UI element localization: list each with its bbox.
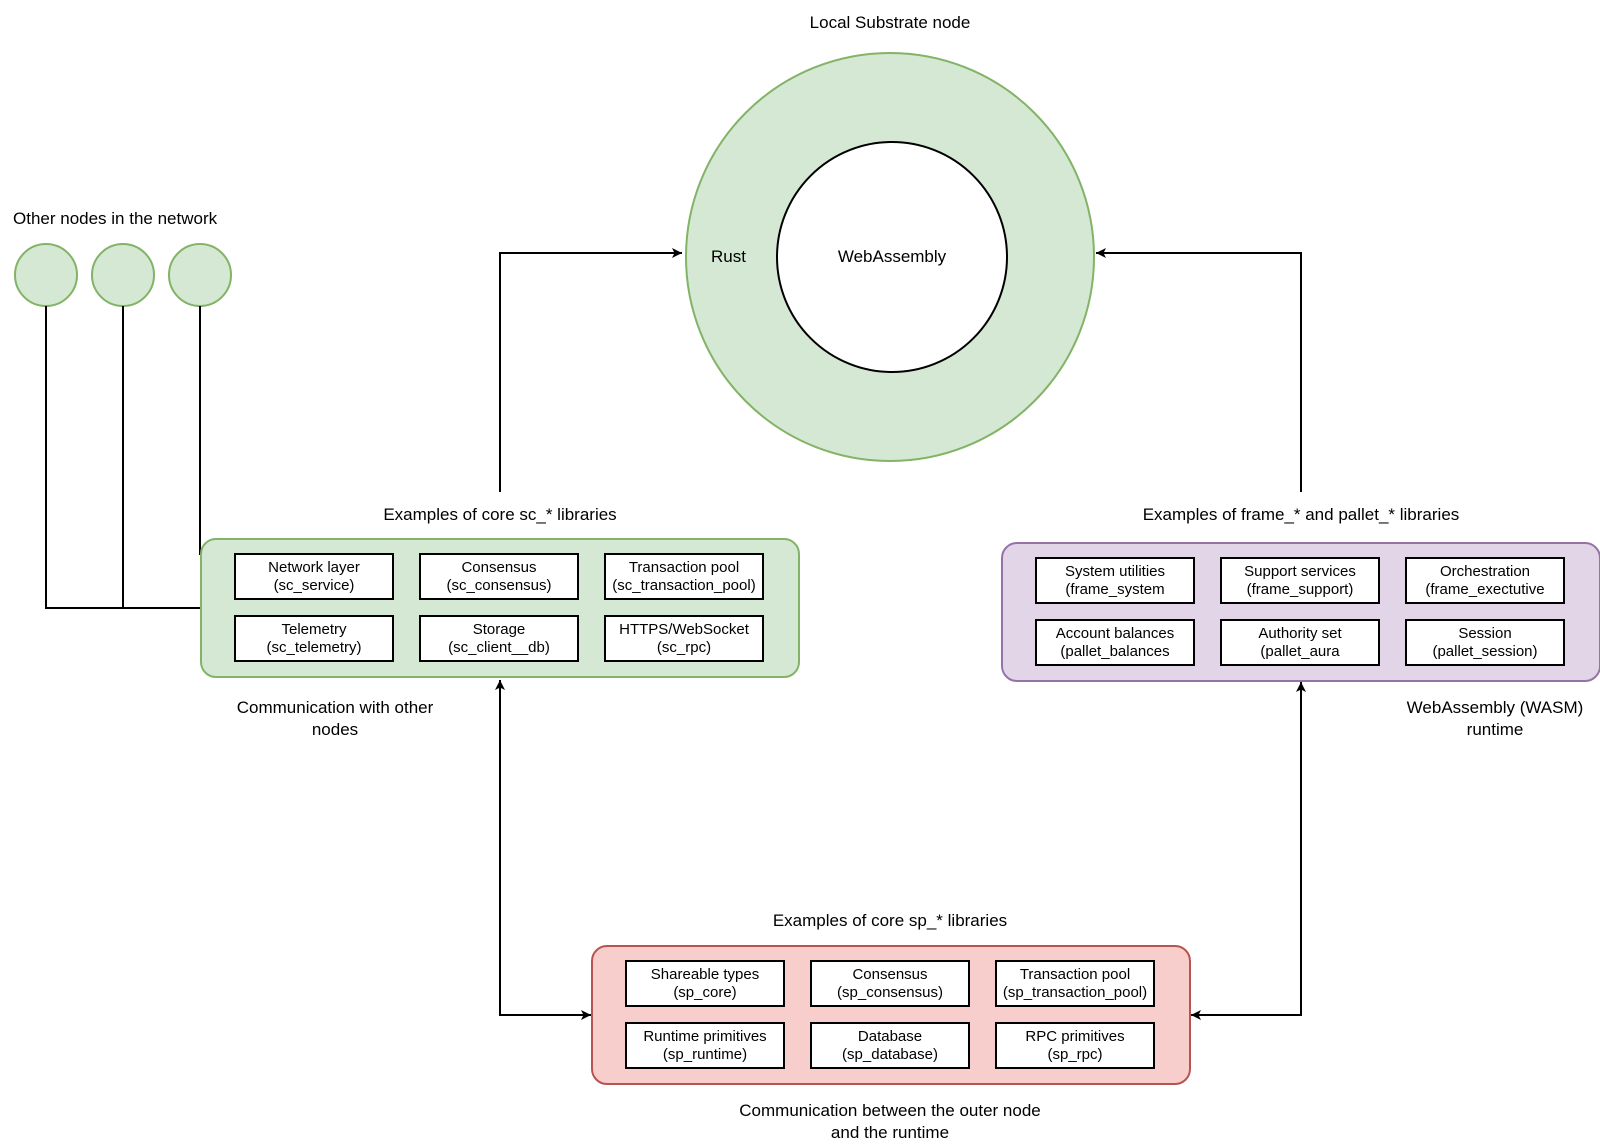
lib-sc-transaction-pool: Transaction pool(sc_transaction_pool)	[604, 553, 764, 600]
caption-line: nodes	[311, 720, 359, 739]
lib-name: Consensus	[852, 965, 928, 983]
lib-sp-runtime: Runtime primitives(sp_runtime)	[625, 1022, 785, 1069]
lib-name: Session	[1458, 624, 1512, 642]
lib-name: Transaction pool	[628, 558, 740, 576]
network-node-2	[91, 243, 155, 307]
webassembly-core	[776, 141, 1008, 373]
lib-crate: (sc_rpc)	[656, 638, 712, 656]
arrow-frame-to-node	[1096, 248, 1302, 492]
lib-sc-client-db: Storage(sc_client__db)	[419, 615, 579, 662]
arrow-sc-sp	[495, 680, 591, 1020]
lib-crate: (sp_runtime)	[662, 1045, 748, 1063]
lib-crate: (sc_service)	[273, 576, 355, 594]
lib-crate: (sp_database)	[842, 1045, 938, 1063]
caption-line: WebAssembly (WASM)	[1406, 698, 1584, 717]
lib-frame-support: Support services(frame_support)	[1220, 557, 1380, 604]
lib-sc-telemetry: Telemetry(sc_telemetry)	[234, 615, 394, 662]
node-title: Local Substrate node	[809, 13, 971, 32]
lib-name: Orchestration	[1439, 562, 1531, 580]
lib-sp-transaction-pool: Transaction pool(sp_transaction_pool)	[995, 960, 1155, 1007]
lib-name: Network layer	[268, 558, 360, 576]
lib-sp-core: Shareable types(sp_core)	[625, 960, 785, 1007]
lib-sp-database: Database(sp_database)	[810, 1022, 970, 1069]
lib-sp-consensus: Consensus(sp_consensus)	[810, 960, 970, 1007]
lib-crate: (sp_rpc)	[1047, 1045, 1103, 1063]
arrow-frame-sp	[1191, 682, 1306, 1020]
lib-pallet-aura: Authority set(pallet_aura	[1220, 619, 1380, 666]
sc-group-title: Examples of core sc_* libraries	[383, 505, 617, 524]
lib-crate: (sc_transaction_pool)	[612, 576, 756, 594]
lib-sc-rpc: HTTPS/WebSocket(sc_rpc)	[604, 615, 764, 662]
lib-crate: (frame_exectutive	[1425, 580, 1545, 598]
lib-name: Authority set	[1258, 624, 1342, 642]
lib-crate: (sc_telemetry)	[266, 638, 362, 656]
caption-line: Communication with other	[236, 698, 434, 717]
lib-frame-executive: Orchestration(frame_exectutive	[1405, 557, 1565, 604]
frame-group-caption: WebAssembly (WASM) runtime	[1385, 697, 1600, 741]
network-node-1	[14, 243, 78, 307]
lib-name: Storage	[472, 620, 526, 638]
lib-frame-system: System utilities(frame_system	[1035, 557, 1195, 604]
lib-name: Telemetry	[281, 620, 347, 638]
lib-pallet-balances: Account balances(pallet_balances	[1035, 619, 1195, 666]
lib-name: Runtime primitives	[643, 1027, 767, 1045]
lib-name: System utilities	[1064, 562, 1166, 580]
webassembly-label: WebAssembly	[837, 247, 947, 266]
network-node-3	[168, 243, 232, 307]
lib-crate: (sp_core)	[673, 983, 737, 1001]
lib-sp-rpc: RPC primitives(sp_rpc)	[995, 1022, 1155, 1069]
lib-name: RPC primitives	[1025, 1027, 1125, 1045]
lib-crate: (frame_support)	[1246, 580, 1354, 598]
sp-group-title: Examples of core sp_* libraries	[772, 911, 1008, 930]
lib-crate: (pallet_aura	[1260, 642, 1340, 660]
caption-line: and the runtime	[830, 1123, 950, 1142]
lib-name: HTTPS/WebSocket	[619, 620, 749, 638]
caption-line: Communication between the outer node	[739, 1101, 1041, 1120]
lib-name: Database	[857, 1027, 923, 1045]
lib-crate: (pallet_balances	[1060, 642, 1170, 660]
lib-name: Consensus	[461, 558, 537, 576]
network-title: Other nodes in the network	[13, 209, 218, 228]
sc-group-caption: Communication with other nodes	[200, 697, 470, 741]
lib-name: Account balances	[1055, 624, 1175, 642]
rust-label: Rust	[711, 247, 746, 266]
sp-group-caption: Communication between the outer node and…	[690, 1100, 1090, 1144]
frame-group-title: Examples of frame_* and pallet_* librari…	[1142, 505, 1460, 524]
lib-sc-consensus: Consensus(sc_consensus)	[419, 553, 579, 600]
network-link-1	[45, 306, 200, 609]
lib-pallet-session: Session(pallet_session)	[1405, 619, 1565, 666]
lib-crate: (pallet_session)	[1432, 642, 1538, 660]
lib-name: Support services	[1244, 562, 1356, 580]
lib-sc-service: Network layer(sc_service)	[234, 553, 394, 600]
lib-name: Transaction pool	[1019, 965, 1131, 983]
lib-crate: (sc_consensus)	[446, 576, 552, 594]
lib-crate: (sp_consensus)	[837, 983, 943, 1001]
lib-crate: (sp_transaction_pool)	[1002, 983, 1148, 1001]
arrow-sc-to-node	[499, 248, 682, 492]
lib-name: Shareable types	[650, 965, 760, 983]
caption-line: runtime	[1466, 720, 1524, 739]
lib-crate: (frame_system	[1065, 580, 1165, 598]
lib-crate: (sc_client__db)	[448, 638, 550, 656]
